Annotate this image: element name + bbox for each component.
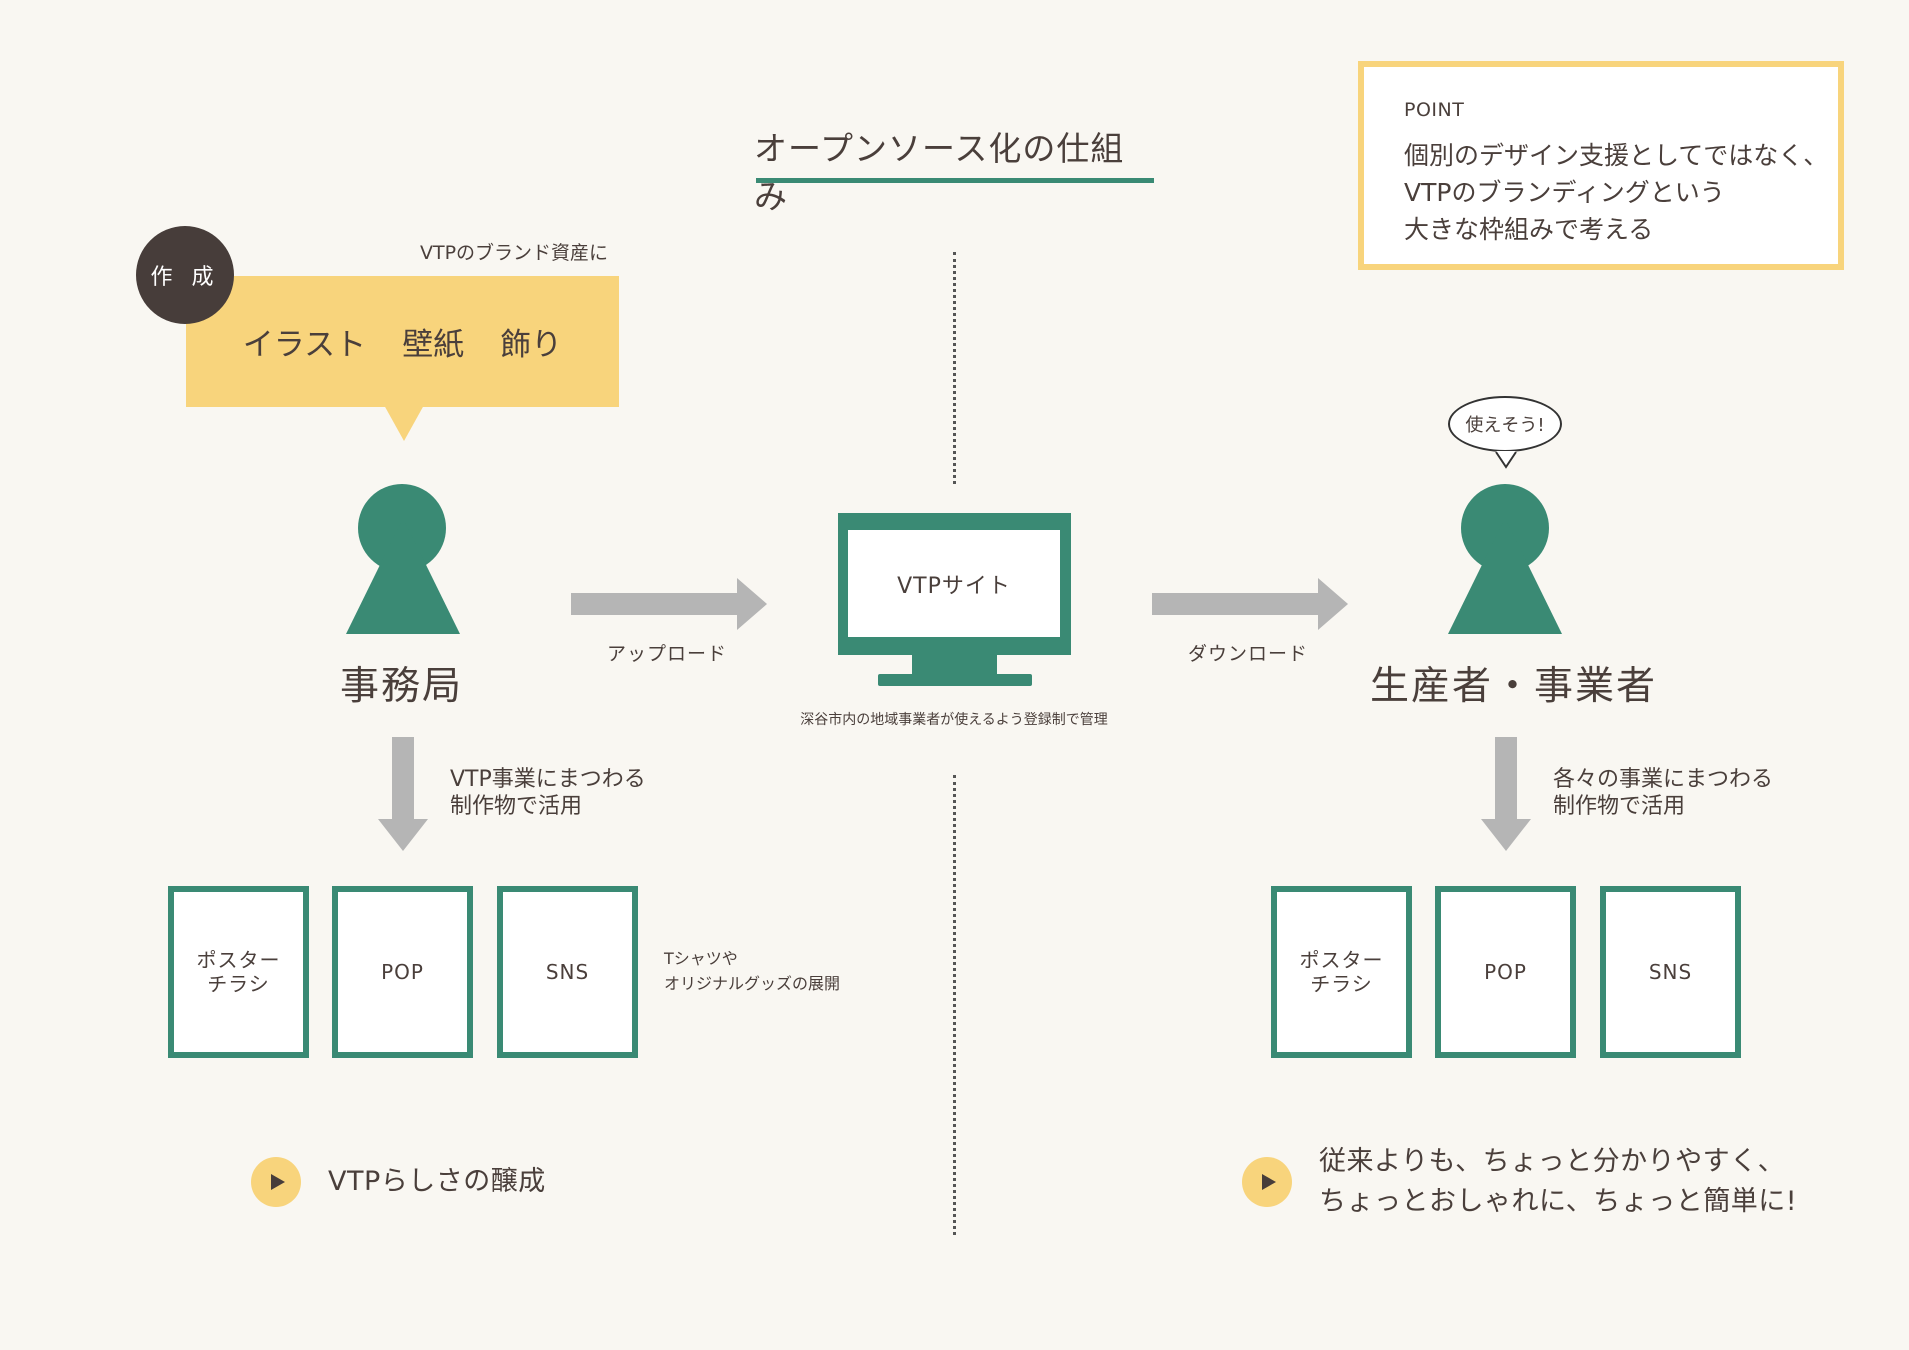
right-usage-text: 各々の事業にまつわる 制作物で活用 [1553, 766, 1773, 820]
output-box-poster: ポスター チラシ [168, 886, 309, 1058]
speech-bubble-tail-icon [1495, 451, 1517, 469]
divider-top [953, 252, 956, 484]
asset-item: 壁紙 [402, 327, 465, 363]
asset-list: イラスト 壁紙 飾り [186, 276, 619, 407]
point-line: 個別のデザイン支援としてではなく、 [1404, 141, 1829, 170]
site-caption: 深谷市内の地域事業者が使えるよう登録制で管理 [800, 712, 1108, 728]
asset-item: イラスト [242, 327, 367, 363]
point-label: POINT [1404, 99, 1465, 121]
result-line: ちょっとおしゃれに、ちょっと簡単に! [1319, 1186, 1798, 1217]
asset-callout [186, 276, 619, 407]
left-result: VTPらしさの醸成 [328, 1166, 546, 1197]
producer-label: 生産者・事業者 [1370, 664, 1658, 709]
point-line: 大きな枠組みで考える [1404, 215, 1654, 244]
output-box-pop: POP [1435, 886, 1576, 1058]
output-box-poster: ポスター チラシ [1271, 886, 1412, 1058]
merch-line: Tシャツや [664, 949, 738, 968]
merch-note: Tシャツや オリジナルグッズの展開 [664, 946, 840, 996]
right-result: 従来よりも、ちょっと分かりやすく、 ちょっとおしゃれに、ちょっと簡単に! [1319, 1142, 1797, 1222]
divider-bottom [953, 775, 956, 1235]
output-box-sns: SNS [1600, 886, 1741, 1058]
right-down-arrow-icon [1481, 737, 1531, 851]
left-usage-text: VTP事業にまつわる 制作物で活用 [450, 766, 646, 820]
result-line: 従来よりも、ちょっと分かりやすく、 [1319, 1146, 1786, 1177]
left-down-arrow-icon [378, 737, 428, 851]
point-box: POINT 個別のデザイン支援としてではなく、 VTPのブランディングという 大… [1358, 61, 1844, 270]
output-box-pop: POP [332, 886, 473, 1058]
output-box-sns: SNS [497, 886, 638, 1058]
producer-person-body-icon [1448, 518, 1562, 634]
point-line: VTPのブランディングという [1404, 178, 1725, 207]
callout-tail [384, 405, 424, 441]
asset-caption: VTPのブランド資産に [420, 242, 609, 264]
play-icon [251, 1157, 301, 1207]
upload-arrow-icon [571, 578, 767, 630]
title-underline [756, 178, 1154, 183]
usage-line: VTP事業にまつわる [450, 767, 646, 792]
diagram-title: オープンソース化の仕組み [754, 129, 1125, 216]
usage-line: 制作物で活用 [450, 794, 583, 819]
office-label: 事務局 [340, 664, 464, 709]
monitor-neck [912, 655, 997, 675]
usage-line: 制作物で活用 [1553, 794, 1686, 819]
download-label: ダウンロード [1188, 643, 1309, 665]
speech-bubble: 使えそう! [1448, 396, 1562, 452]
site-label: VTPサイト [848, 530, 1060, 637]
download-arrow-icon [1152, 578, 1348, 630]
create-badge: 作 成 [136, 226, 234, 324]
monitor-base [878, 674, 1032, 686]
upload-label: アップロード [607, 643, 728, 665]
office-person-body-icon [346, 518, 460, 634]
merch-line: オリジナルグッズの展開 [664, 974, 841, 993]
usage-line: 各々の事業にまつわる [1553, 767, 1774, 792]
asset-item: 飾り [500, 327, 563, 363]
play-icon [1242, 1157, 1292, 1207]
